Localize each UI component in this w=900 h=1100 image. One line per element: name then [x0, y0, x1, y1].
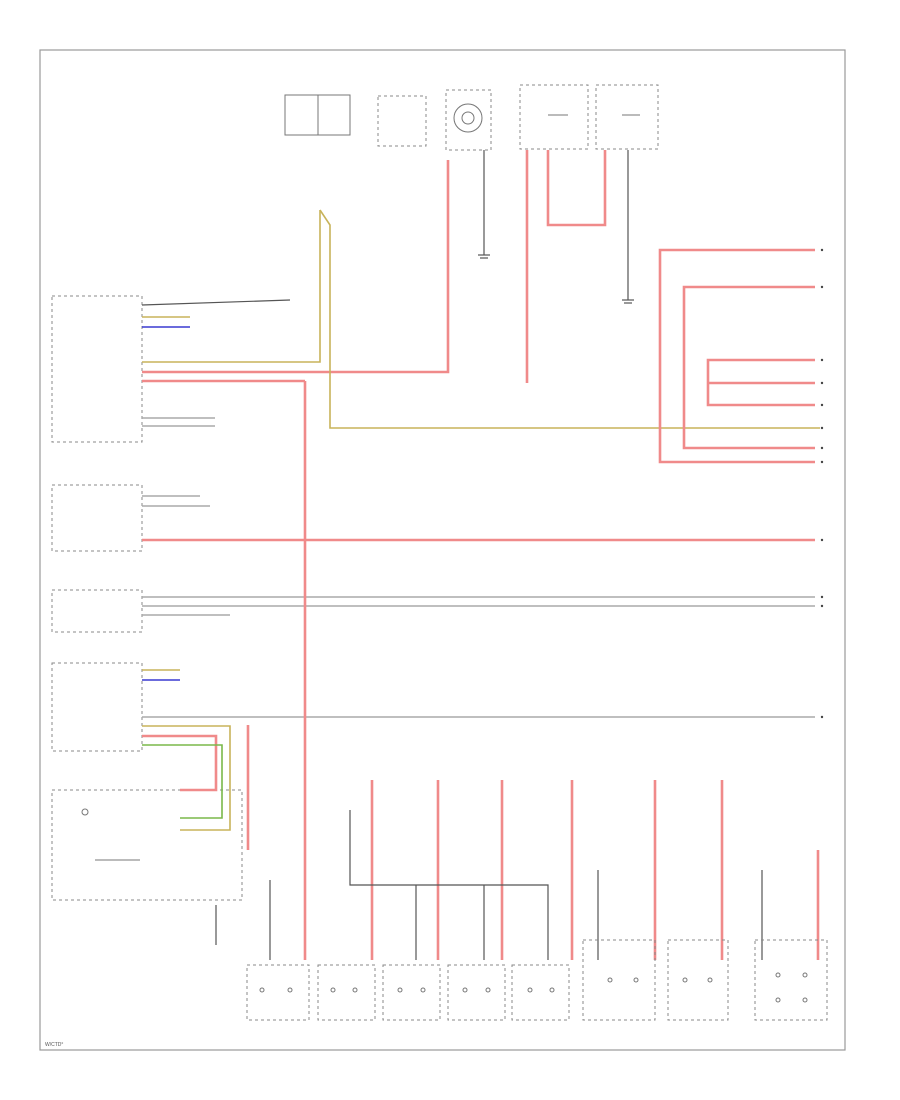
wire-9: [319, 209, 820, 429]
left-module-2: [51, 484, 143, 552]
wire-21: [142, 744, 223, 819]
ground-bus-bottom: [349, 810, 549, 960]
right-run-2: [682, 285, 815, 450]
wire-20: [142, 734, 218, 792]
top-relay-right: [595, 84, 659, 150]
wire-4: [142, 210, 321, 363]
top-left-module: [284, 94, 427, 147]
right-run-1: [658, 248, 815, 464]
round-component: [445, 89, 492, 151]
ground-symbol-top-right: [622, 150, 634, 304]
diagram-frame: [39, 49, 846, 1051]
ground-symbol-top-center: [478, 150, 490, 259]
left-module-5-switch: [51, 789, 243, 901]
top-relay-left: [519, 84, 589, 150]
left-module-3: [51, 589, 143, 633]
wire-1: [141, 299, 291, 306]
left-module-1: [51, 295, 143, 443]
wire-19: [142, 725, 231, 831]
bottom-components: [246, 939, 828, 1021]
left-module-4: [51, 662, 143, 752]
right-terminals: [820, 248, 824, 719]
footer-code: W/CTD°: [45, 1042, 63, 1048]
wire-5: [142, 160, 450, 374]
relay-feed-mid: [546, 150, 607, 227]
